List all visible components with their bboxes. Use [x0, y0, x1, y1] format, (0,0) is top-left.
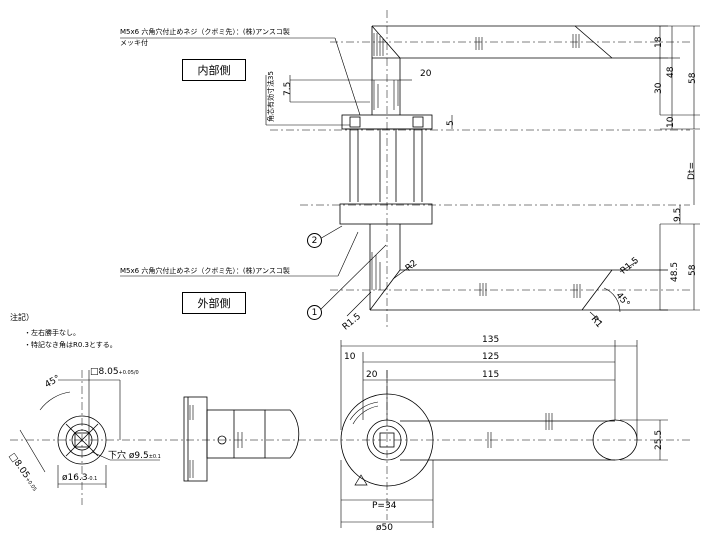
dim-10: 10	[666, 116, 676, 128]
ref-callout-2: 2	[307, 233, 322, 248]
dim-phi16-tol: -0.1	[87, 476, 98, 482]
dim-phi16: ø16.3-0.1	[62, 474, 97, 483]
ref-callout-1: 1	[307, 305, 322, 320]
dim-sq-top-value: □8.05	[90, 367, 119, 377]
outer-side-label: 外部側	[182, 292, 246, 314]
front-hatch	[349, 401, 553, 448]
square-shaft-label: 角芯有効寸法35	[267, 71, 275, 122]
note-2: ・特記なき角はR0.3とする。	[24, 341, 117, 349]
dim-25-5: 25.5	[654, 429, 664, 450]
hatch-top	[373, 33, 580, 110]
screw-top-label: M5x6 六角穴付止めネジ（クボミ先）：(株)アンスコ製	[120, 28, 290, 36]
hatch-bottom	[371, 252, 581, 298]
dim-30: 30	[654, 82, 664, 94]
dim-125: 125	[482, 352, 500, 362]
dim-5: 5	[446, 120, 456, 126]
dim-10-front: 10	[344, 352, 356, 362]
inner-lever	[371, 25, 668, 115]
warning-triangle-icon	[354, 474, 368, 486]
outer-side-text: 外部側	[197, 297, 231, 310]
screw-top-sublabel: メッキ付	[120, 39, 148, 47]
inner-side-label: 内部側	[182, 59, 246, 81]
dim-p34: P=34	[372, 501, 397, 511]
dim-phi50: ø50	[376, 523, 393, 533]
spindle	[349, 129, 423, 202]
outer-rose	[339, 203, 433, 225]
dim-sq-top-tol: +0.05/0	[118, 370, 139, 376]
inner-side-text: 内部側	[197, 64, 231, 77]
note-1: ・左右勝手なし。	[24, 329, 80, 337]
dim-phi16-value: ø16.3	[62, 473, 88, 483]
dim-20-top: 20	[420, 69, 432, 79]
ref-1-text: 1	[311, 307, 318, 318]
dim-7-5: 7.5	[283, 81, 293, 96]
notes-title: 注記）	[10, 313, 34, 322]
dim-hole-tol: ±0.1	[148, 454, 161, 460]
dim-18: 18	[654, 36, 664, 48]
screw-bottom-label: M5x6 六角穴付止めネジ（クボミ先）：(株)アンスコ製	[120, 267, 290, 275]
centerlines	[10, 10, 690, 520]
dim-sq-top: □8.05+0.05/0	[90, 368, 139, 377]
ref-2-text: 2	[311, 235, 318, 246]
side-hatch	[189, 405, 243, 478]
dim-hole: 下穴 ø9.5±0.1	[108, 452, 161, 461]
dim-48-5: 48.5	[670, 261, 680, 282]
dim-58-top: 58	[688, 72, 698, 84]
dim-135: 135	[482, 335, 500, 345]
leaders	[120, 37, 637, 323]
end-dims	[19, 370, 160, 488]
front-dims	[340, 340, 668, 528]
dim-58-bottom: 58	[688, 264, 698, 276]
angle-arc-right	[603, 287, 621, 313]
dim-48-top: 48	[666, 66, 676, 78]
end-view	[57, 415, 107, 465]
dim-115: 115	[482, 370, 500, 380]
dim-hole-value: 下穴 ø9.5	[108, 451, 149, 461]
dim-20-front: 20	[366, 370, 378, 380]
dim-9-5: 9.5	[673, 207, 683, 222]
dim-dt: Dt=	[687, 162, 697, 180]
dim-lines-top	[265, 25, 700, 311]
side-view	[183, 396, 300, 482]
